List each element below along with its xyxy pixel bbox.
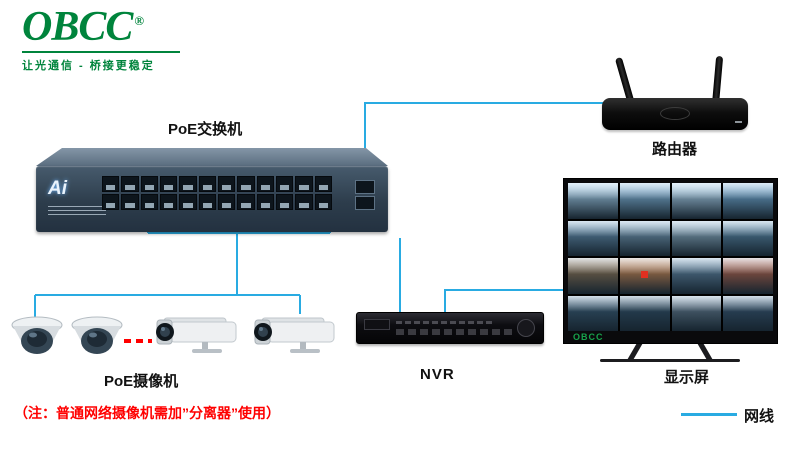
cameras-label: PoE摄像机	[104, 373, 179, 390]
rj45-port	[295, 176, 313, 192]
bullet-camera-1	[150, 312, 246, 358]
nvr-front-ports	[396, 329, 514, 335]
router-device	[602, 55, 752, 134]
rj45-port	[314, 176, 332, 192]
display-cell	[671, 258, 722, 294]
display-cell	[723, 258, 773, 294]
rj45-port	[121, 194, 139, 210]
display-cell	[619, 295, 670, 331]
rj45-port	[102, 176, 120, 192]
rj45-port	[218, 176, 236, 192]
display-cell	[619, 258, 670, 294]
display-brand-text: OBCC	[573, 332, 604, 342]
red-sign	[640, 270, 648, 278]
nvr-knob	[517, 319, 535, 337]
brand-logo: OBCC® 让光通信 - 桥接更稳定	[22, 6, 180, 73]
display-cell	[671, 183, 722, 219]
display-cell	[568, 258, 618, 294]
display-cell	[619, 220, 670, 256]
uplink-port-2	[355, 196, 375, 210]
rj45-port	[295, 194, 313, 210]
rj45-port	[140, 194, 158, 210]
stand-leg-left	[627, 344, 643, 359]
display-cell	[568, 295, 618, 331]
wire-switch-router	[364, 102, 606, 183]
display-cell	[723, 220, 773, 256]
rj45-port	[179, 176, 197, 192]
dome-camera-2	[70, 316, 124, 358]
nvr-drive-slot	[364, 319, 390, 330]
bullet-camera-icon	[254, 317, 335, 353]
display-cell	[671, 295, 722, 331]
display-cell	[619, 183, 670, 219]
dome-camera-1	[10, 316, 64, 358]
switch-ports	[102, 176, 332, 210]
logo-text: OBCC	[22, 4, 133, 50]
display-cell	[723, 183, 773, 219]
nvr-device	[356, 308, 544, 348]
dome-camera-icon	[11, 316, 63, 354]
legend-cable-line	[681, 413, 737, 416]
rj45-port	[237, 194, 255, 210]
logo-wordmark: OBCC®	[22, 6, 180, 49]
rj45-port	[160, 176, 178, 192]
nvr-label: NVR	[420, 366, 455, 383]
rj45-port	[198, 176, 216, 192]
router-logo-oval	[660, 107, 690, 120]
bullet-camera-2	[248, 312, 344, 358]
nvr-vents	[396, 321, 492, 324]
switch-brand-text: Ai	[48, 178, 67, 199]
rj45-port	[256, 194, 274, 210]
display-cell	[723, 295, 773, 331]
router-label: 路由器	[652, 141, 698, 158]
rj45-port	[121, 176, 139, 192]
display-cell	[671, 220, 722, 256]
footnote: （注：普通网络摄像机需加”分离器”使用）	[14, 405, 280, 421]
rj45-port	[314, 194, 332, 210]
registered-mark: ®	[134, 13, 144, 28]
switch-spec-text	[48, 206, 106, 218]
rj45-port	[256, 176, 274, 192]
switch-label: PoE交换机	[168, 121, 243, 138]
rj45-port	[160, 194, 178, 210]
rj45-port	[218, 194, 236, 210]
bullet-camera-icon	[156, 317, 237, 353]
rj45-port	[198, 194, 216, 210]
display-cell	[568, 183, 618, 219]
poe-switch: Ai	[30, 146, 392, 238]
wire-nvr-display	[444, 289, 563, 312]
logo-underline	[22, 50, 180, 53]
uplink-port-1	[355, 180, 375, 194]
dome-camera-icon	[71, 316, 123, 354]
rj45-port	[140, 176, 158, 192]
display-grid	[568, 183, 773, 331]
logo-tagline: 让光通信 - 桥接更稳定	[22, 59, 155, 72]
rj45-port	[237, 176, 255, 192]
router-led	[735, 121, 742, 123]
display-wall: OBCC	[563, 178, 778, 344]
rj45-port	[102, 194, 120, 210]
rj45-port	[179, 194, 197, 210]
display-cell	[568, 220, 618, 256]
display-stand	[600, 344, 740, 362]
legend-label: 网线	[744, 408, 775, 425]
switch-top-face	[36, 148, 388, 166]
stand-base	[600, 359, 740, 362]
display-label: 显示屏	[664, 369, 710, 386]
stand-leg-right	[697, 344, 713, 359]
rj45-port	[276, 194, 294, 210]
rj45-port	[276, 176, 294, 192]
